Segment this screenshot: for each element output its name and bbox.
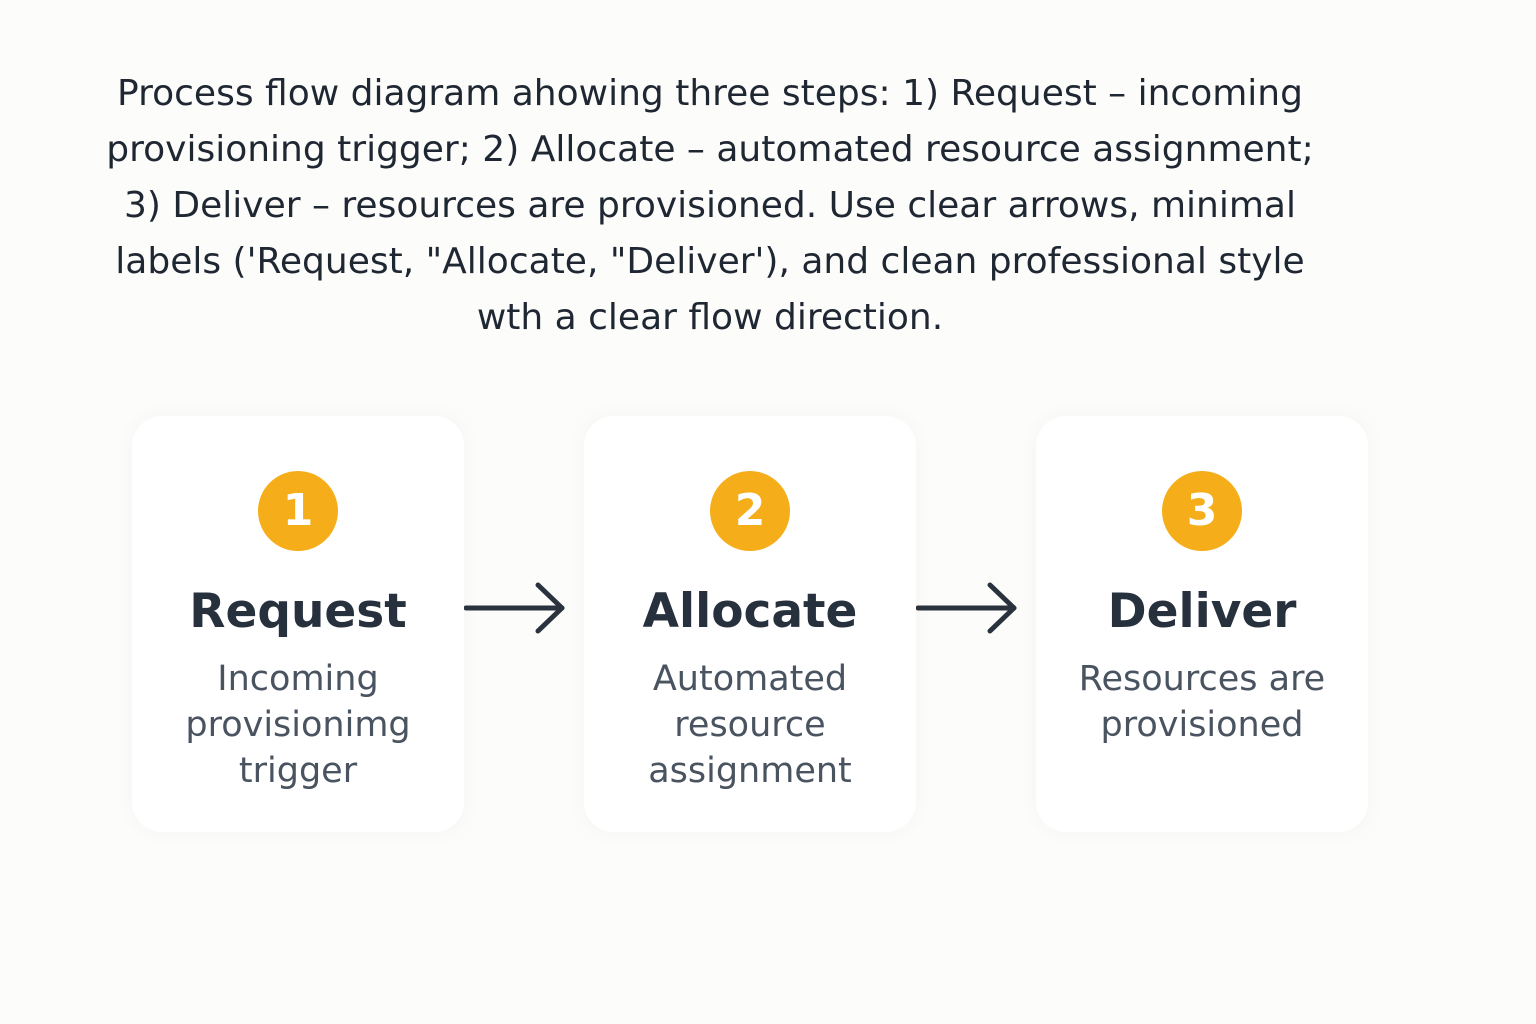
step-description-line: assignment <box>648 751 852 791</box>
step-number-badge: 3 <box>1162 471 1242 551</box>
step-description-line: provisionimg <box>185 705 411 745</box>
step-title: Allocate <box>642 584 858 639</box>
diagram-caption: Process flow diagram ahowing three steps… <box>90 66 1330 346</box>
caption-line: Process flow diagram ahowing three steps… <box>117 73 1303 114</box>
step-description: Automated resource assignment <box>584 656 916 794</box>
step-description-line: Incoming <box>217 659 379 699</box>
caption-line: provisioning trigger; 2) Allocate – auto… <box>106 129 1314 170</box>
step-description-line: provisioned <box>1100 705 1304 745</box>
caption-line: 3) Deliver – resources are provisioned. … <box>124 185 1296 226</box>
step-description: Resources are provisioned <box>1036 656 1368 748</box>
step-description: Incoming provisionimg trigger <box>132 656 464 794</box>
step-description-line: Resources are <box>1078 659 1326 699</box>
step-description-line: Automated <box>652 659 848 699</box>
arrow-right-icon <box>464 582 565 634</box>
step-card-deliver: 3 Deliver Resources are provisioned <box>1036 416 1368 832</box>
step-title: Deliver <box>1107 584 1297 639</box>
step-card-request: 1 Request Incoming provisionimg trigger <box>132 416 464 832</box>
step-number-badge: 1 <box>258 471 338 551</box>
step-description-line: resource <box>674 705 826 745</box>
step-description-line: trigger <box>238 751 358 791</box>
caption-line: labels ('Request, "Allocate, "Deliver'),… <box>115 241 1305 282</box>
arrow-right-icon <box>916 582 1017 634</box>
step-title: Request <box>189 584 407 639</box>
step-number-badge: 2 <box>710 471 790 551</box>
step-card-allocate: 2 Allocate Automated resource assignment <box>584 416 916 832</box>
caption-line: wth a clear flow direction. <box>476 297 944 338</box>
